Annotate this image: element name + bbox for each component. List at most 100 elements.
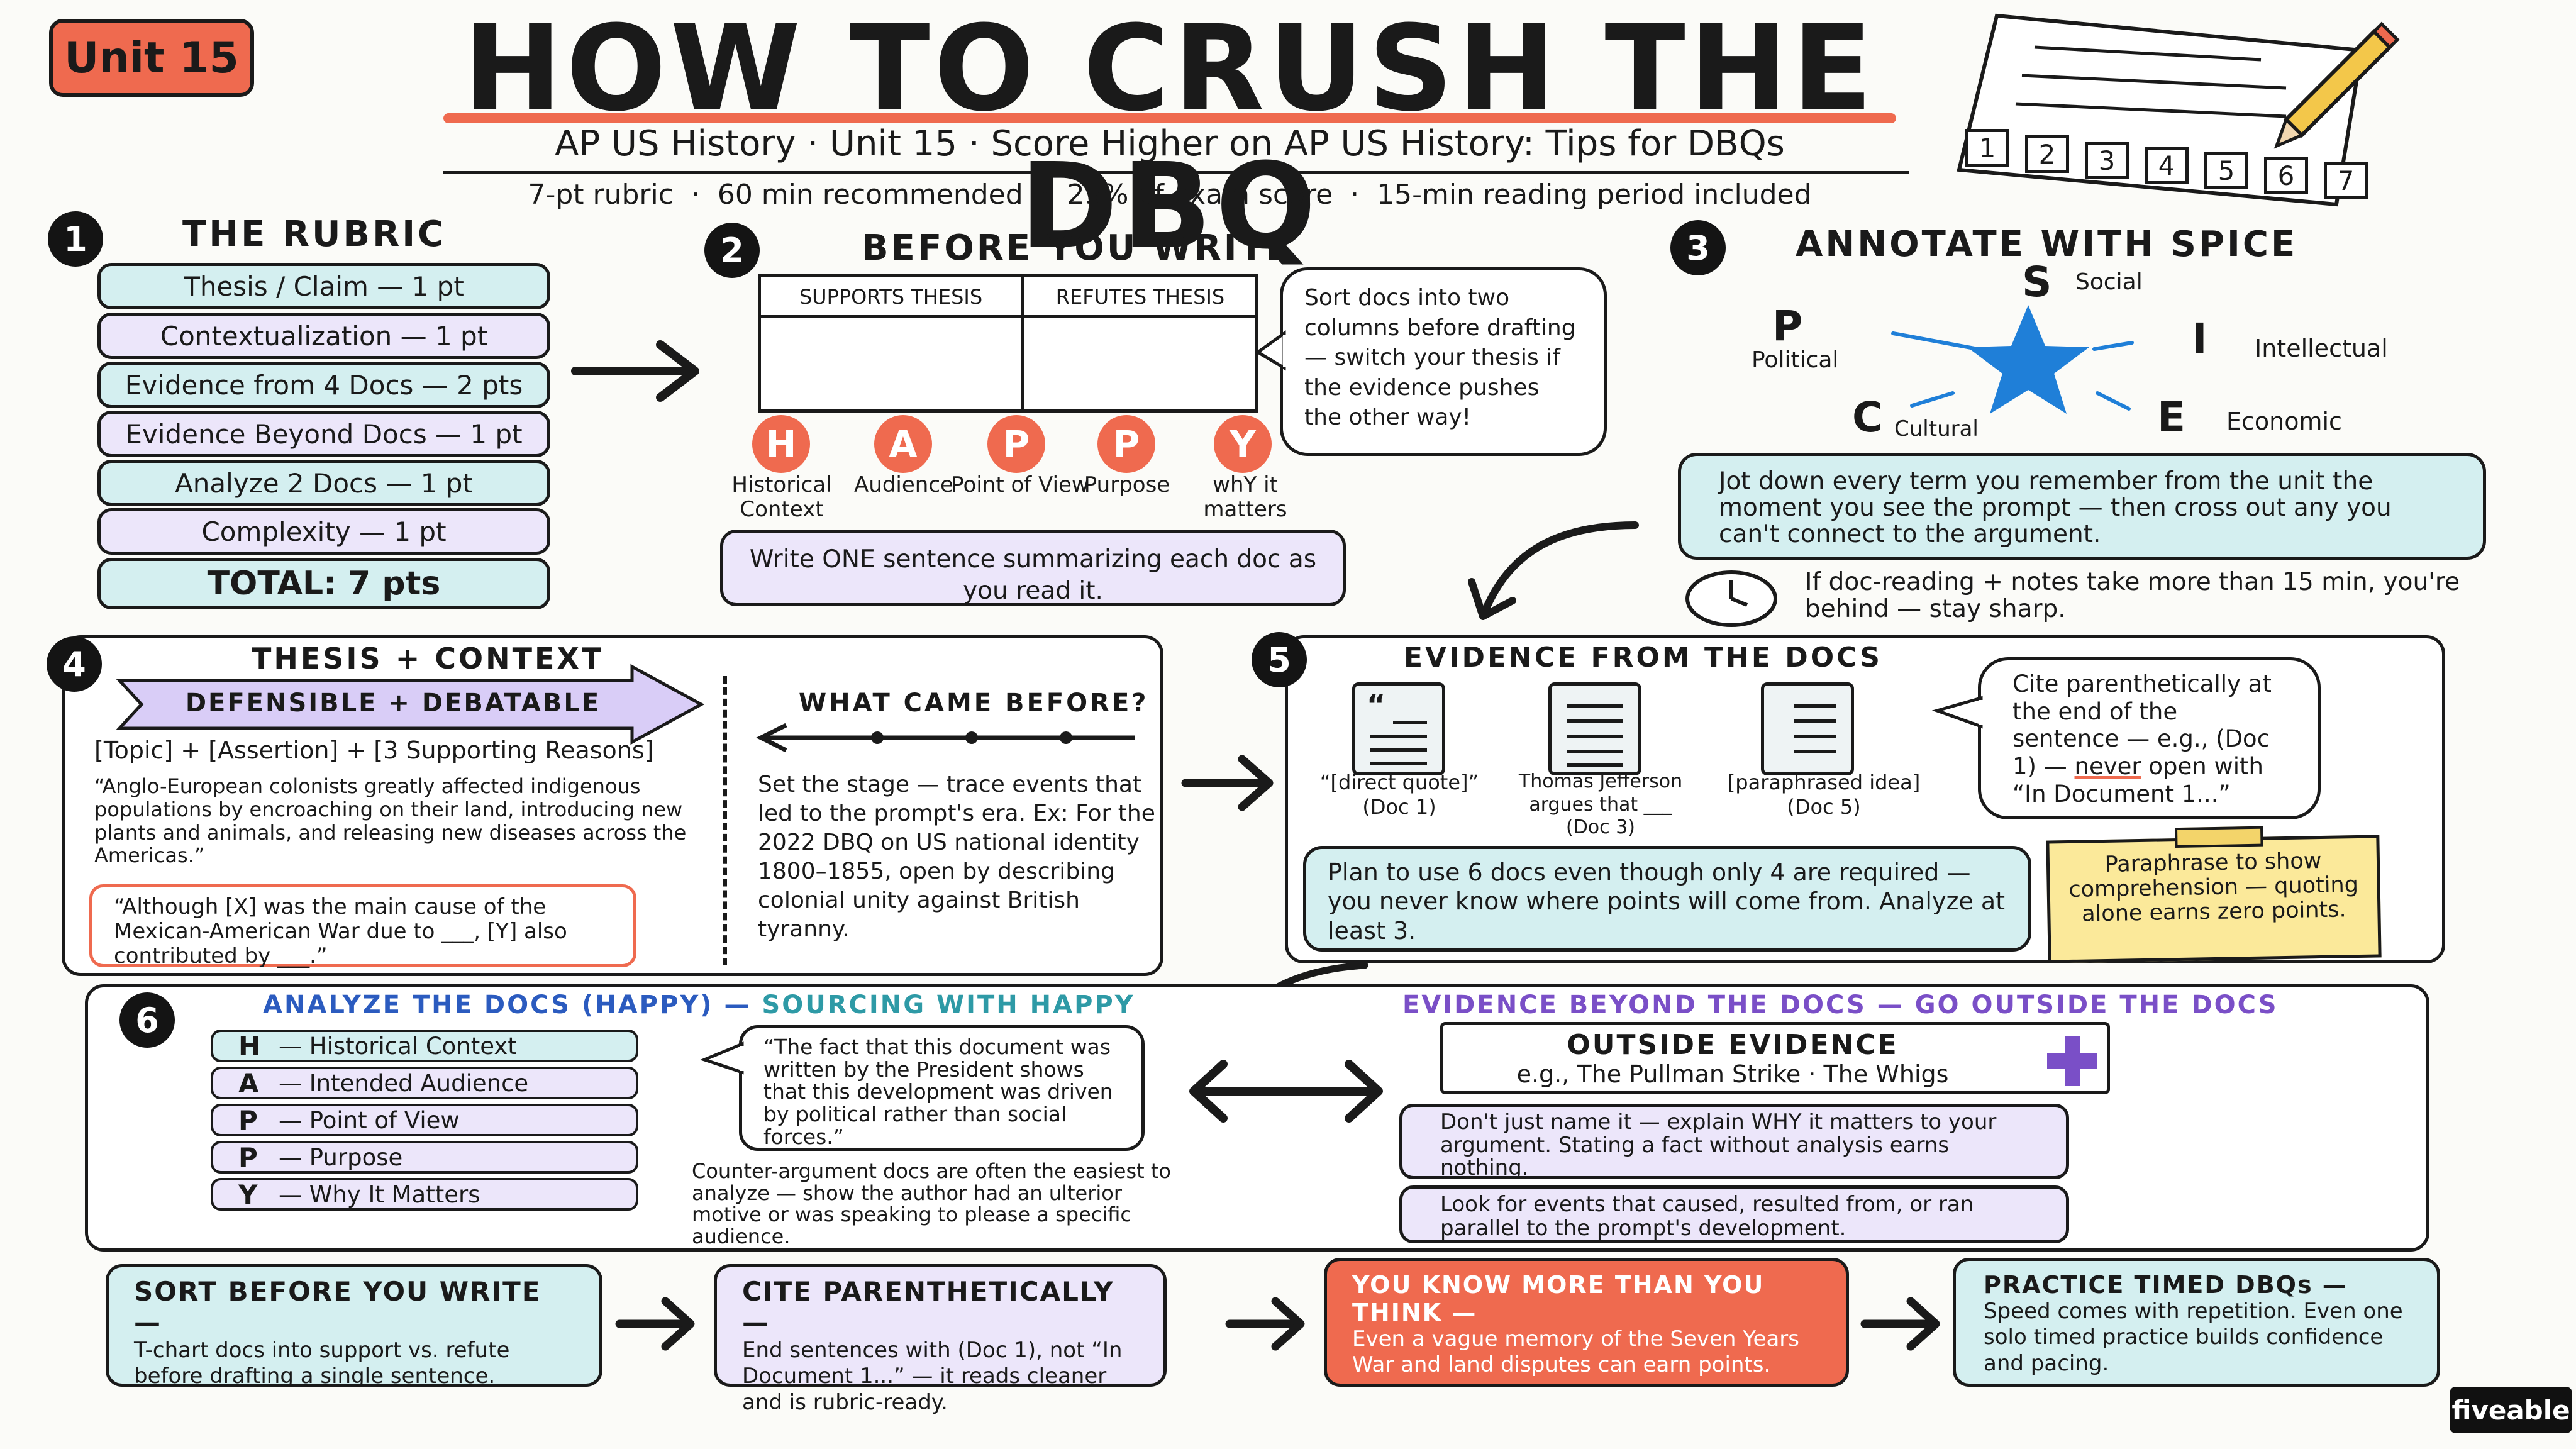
tip-title: SORT BEFORE YOU WRITE — [134, 1276, 541, 1338]
happy-row-label: — Point of View [279, 1106, 460, 1134]
happy-row-p2: P — Purpose [211, 1141, 638, 1174]
doc5-caption: [paraphrased idea] (Doc 5) [1727, 770, 1921, 819]
outside-evidence-example: e.g., The Pullman Strike · The Whigs [1516, 1060, 1949, 1088]
curved-arrow-icon [1468, 521, 1639, 620]
tip-card-practice: PRACTICE TIMED DBQs — Speed comes with r… [1953, 1258, 2440, 1387]
spice-s-label: Social [2075, 269, 2143, 295]
dont-just-name-note: Don't just name it — explain WHY it matt… [1399, 1104, 2069, 1181]
sticky-note-text: Paraphrase to show comprehension — quoti… [2068, 848, 2359, 928]
happy-row-letter: A [238, 1067, 259, 1099]
cite-bubble: Cite parenthetically at the end of the s… [1978, 657, 2321, 819]
thesis-dashed-divider [723, 676, 727, 965]
cite-bubble-never: never [2074, 752, 2141, 780]
outside-evidence-box: OUTSIDE EVIDENCE e.g., The Pullman Strik… [1440, 1022, 2110, 1094]
section-6-number: 6 [119, 992, 175, 1048]
unit-badge: Unit 15 [49, 19, 254, 97]
document-icon [1761, 682, 1854, 775]
spice-e-label: Economic [2226, 408, 2342, 435]
happy-row-label: — Purpose [279, 1143, 403, 1171]
defensible-label: DEFENSIBLE + DEBATABLE [185, 689, 601, 718]
thesis-template: “Although [X] was the main cause of the … [89, 884, 636, 969]
plan-note: Plan to use 6 docs even though only 4 ar… [1303, 846, 2031, 952]
supports-thesis-header: SUPPORTS THESIS [799, 285, 983, 309]
analyze-subtitle: SOURCING WITH HAPPY [762, 991, 1135, 1019]
happy-p-circle: P [987, 415, 1045, 473]
happy-row-letter: Y [238, 1179, 258, 1210]
analyze-title-line: ANALYZE THE DOCS (HAPPY) — SOURCING WITH… [263, 991, 1135, 1019]
star-icon [1967, 305, 2089, 414]
rubric-title: THE RUBRIC [182, 214, 447, 255]
clock-icon [1685, 570, 1777, 627]
rubric-row: Contextualization — 1 pt [97, 313, 550, 359]
outside-evidence-title: OUTSIDE EVIDENCE [1567, 1029, 1899, 1061]
document-icon: “ [1352, 682, 1445, 775]
happy-a-label: Audience [854, 472, 953, 497]
tip-title: CITE PARENTHETICALLY — [742, 1276, 1114, 1338]
tip-text: End sentences with (Doc 1), not “In Docu… [742, 1338, 1123, 1415]
happy-row-label: — Why It Matters [279, 1180, 480, 1208]
happy-row-y: Y — Why It Matters [211, 1178, 638, 1211]
bubble-tail [1931, 696, 1987, 729]
brand-logo-text: fiveable [2451, 1394, 2570, 1426]
section-3-number: 3 [1670, 220, 1726, 275]
rubric-total: TOTAL: 7 pts [97, 558, 550, 609]
tip-card-sort: SORT BEFORE YOU WRITE — T-chart docs int… [106, 1264, 602, 1389]
happy-row-h: H— Historical Context [211, 1030, 638, 1062]
happy-y-label: whY it matters [1203, 472, 1287, 523]
counter-argument-text: Counter-argument docs are often the easi… [692, 1159, 1171, 1248]
arrow-right-icon [1225, 1297, 1305, 1351]
doc1-caption: “[direct quote]” (Doc 1) [1319, 770, 1479, 819]
spice-c-label: Cultural [1894, 416, 1979, 441]
bubble-tail [699, 1041, 748, 1075]
happy-row-letter: P [238, 1104, 258, 1136]
happy-p2-circle: P [1097, 415, 1155, 473]
happy-row-label: — Historical Context [279, 1032, 517, 1060]
happy-row-p: P — Point of View [211, 1104, 638, 1136]
thesis-example: “Anglo-European colonists greatly affect… [94, 774, 687, 868]
answer-box-6: 6 [2264, 157, 2308, 194]
thesis-template-text: “Although [X] was the main cause of the … [114, 894, 567, 969]
answer-box-1: 1 [1965, 129, 2009, 167]
defensible-arrow [116, 663, 705, 745]
dont-just-name-text: Don't just name it — explain WHY it matt… [1440, 1109, 1997, 1181]
beyond-title: EVIDENCE BEYOND THE DOCS — GO OUTSIDE TH… [1402, 991, 2279, 1019]
happy-a-circle: A [874, 415, 932, 473]
speech-bubble: Sort docs into two columns before drafti… [1280, 267, 1607, 456]
what-came-before-title: WHAT CAME BEFORE? [799, 689, 1149, 718]
summary-note: Write ONE sentence summarizing each doc … [720, 530, 1346, 606]
title-underline [443, 113, 1896, 123]
spice-i-letter: I [2192, 314, 2207, 363]
quote-box: “The fact that this document was written… [739, 1025, 1145, 1151]
doc3-caption: Thomas Jefferson argues that ___ (Doc 3) [1518, 770, 1683, 839]
spice-title: ANNOTATE WITH SPICE [1796, 224, 2298, 265]
happy-row-label: — Intended Audience [279, 1069, 529, 1097]
tip-title: YOU KNOW MORE THAN YOU THINK — [1352, 1271, 1765, 1326]
header-divider [443, 171, 1909, 174]
sticky-note: Paraphrase to show comprehension — quoti… [2046, 826, 2382, 963]
rubric-row: Evidence from 4 Docs — 2 pts [97, 362, 550, 408]
answer-box-2: 2 [2025, 135, 2069, 173]
happy-row-letter: P [238, 1141, 258, 1173]
summary-note-text: Write ONE sentence summarizing each doc … [749, 545, 1317, 605]
timeline-arrow-icon [756, 723, 1135, 753]
tip-text: Even a vague memory of the Seven Years W… [1352, 1326, 1799, 1378]
double-arrow-icon [1189, 1060, 1383, 1123]
section-2-number: 2 [704, 223, 760, 278]
happy-h-circle: H [752, 415, 810, 473]
happy-p2-label: Purpose [1084, 472, 1170, 497]
evidence-title: EVIDENCE FROM THE DOCS [1404, 641, 1882, 674]
stats-line: 7-pt rubric · 60 min recommended · 25% o… [528, 179, 1812, 211]
arrow-right-icon [571, 340, 699, 402]
section-5-number: 5 [1252, 632, 1307, 687]
bubble-tail [1255, 330, 1291, 371]
happy-p-label: Point of View [951, 472, 1089, 497]
look-for-events-text: Look for events that caused, resulted fr… [1440, 1192, 1974, 1241]
quote-text: “The fact that this document was written… [763, 1035, 1113, 1149]
tip-text: Speed comes with repetition. Even one so… [1984, 1299, 2403, 1376]
spice-note-text: Jot down every term you remember from th… [1719, 467, 2392, 549]
happy-y-circle: Y [1214, 415, 1272, 473]
rubric-row: Complexity — 1 pt [97, 508, 550, 555]
cite-bubble-text: Cite parenthetically at the end of the s… [2012, 670, 2272, 780]
tip-title: PRACTICE TIMED DBQs — [1984, 1271, 2348, 1299]
t-chart-divider [1021, 277, 1024, 409]
